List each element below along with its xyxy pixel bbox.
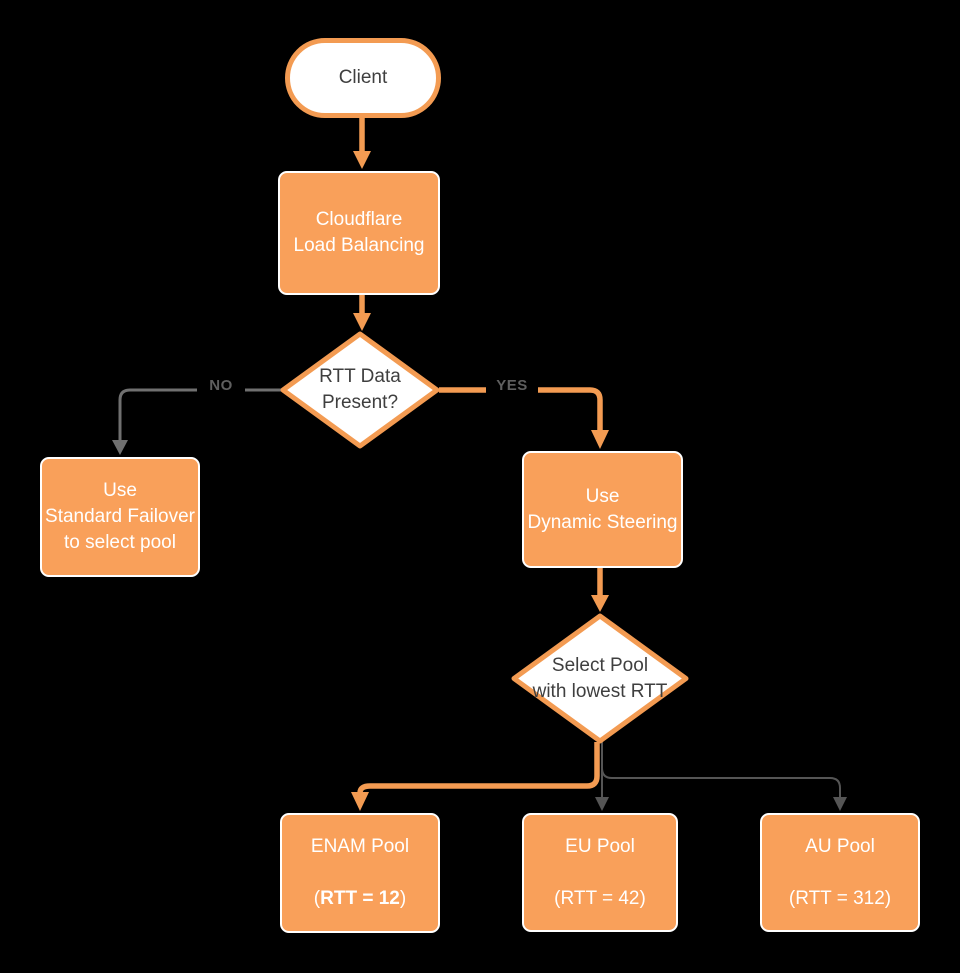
node-enam-pool: ENAM Pool (RTT = 12) xyxy=(280,813,440,933)
edge-no-to-standard-failover xyxy=(112,388,281,455)
node-client-label: Client xyxy=(338,67,388,88)
edge-select-pool-to-enam xyxy=(351,742,600,811)
eu-pool-name: EU Pool xyxy=(565,835,635,857)
edge-no-line xyxy=(118,388,281,441)
diamond-shape xyxy=(280,331,440,449)
edge-select-pool-to-au-line xyxy=(601,742,841,798)
paren-close: ) xyxy=(399,888,407,909)
diamond-outline xyxy=(280,331,440,449)
node-eu-pool: EU Pool (RTT = 42) xyxy=(522,813,678,932)
paren-open: ( xyxy=(788,887,796,909)
node-standard-failover-label: Use Standard Failover to select pool xyxy=(45,480,195,553)
edge-label-no: NO xyxy=(197,376,245,395)
edge-label-yes: YES xyxy=(486,376,538,395)
paren-close: ) xyxy=(639,887,646,909)
down-arrowhead-icon xyxy=(591,595,609,612)
node-client: Client xyxy=(285,38,441,118)
paren-close: ) xyxy=(884,887,892,909)
diamond-outline xyxy=(511,613,689,744)
edge-load-balancing-to-rtt-decision xyxy=(353,295,371,331)
node-enam-pool-label: ENAM Pool (RTT = 12) xyxy=(311,808,409,938)
down-arrowhead-icon xyxy=(591,430,609,449)
node-dynamic-steering-label: Use Dynamic Steering xyxy=(527,485,678,533)
au-pool-name: AU Pool xyxy=(805,835,875,857)
node-dynamic-steering: Use Dynamic Steering xyxy=(522,451,683,568)
edge-select-pool-to-au xyxy=(601,742,847,811)
paren-open: ( xyxy=(313,888,321,909)
node-select-pool-decision: Select Pool with lowest RTT xyxy=(511,613,689,744)
enam-pool-rtt-value: RTT = 12 xyxy=(320,888,400,909)
node-rtt-data-present-decision: RTT Data Present? xyxy=(280,331,440,449)
edge-select-pool-to-enam-line xyxy=(357,742,600,794)
node-cloudflare-load-balancing-label: Cloudflare Load Balancing xyxy=(293,209,425,256)
down-arrowhead-icon xyxy=(353,313,371,331)
node-cloudflare-load-balancing: Cloudflare Load Balancing xyxy=(278,171,440,295)
node-select-pool-label: Select Pool with lowest RTT xyxy=(532,654,668,702)
au-pool-rtt-value: RTT = 312 xyxy=(795,887,885,909)
node-standard-failover: Use Standard Failover to select pool xyxy=(40,457,200,577)
enam-pool-rtt: (RTT = 12) xyxy=(311,886,409,912)
eu-pool-rtt: (RTT = 42) xyxy=(554,886,646,912)
node-au-pool-label: AU Pool (RTT = 312) xyxy=(789,808,891,938)
edge-dynamic-steering-to-select-pool xyxy=(591,568,609,612)
enam-pool-name: ENAM Pool xyxy=(310,836,410,857)
edge-yes-to-dynamic-steering xyxy=(439,387,609,449)
down-arrowhead-icon xyxy=(353,151,371,169)
node-rtt-data-present-label: RTT Data Present? xyxy=(319,366,401,413)
down-arrowhead-icon xyxy=(112,440,128,455)
diamond-shape xyxy=(511,613,689,744)
paren-open: ( xyxy=(554,887,561,909)
edge-client-to-load-balancing xyxy=(353,118,371,169)
node-au-pool: AU Pool (RTT = 312) xyxy=(760,813,920,932)
au-pool-rtt: (RTT = 312) xyxy=(789,886,891,912)
edge-yes-line xyxy=(439,387,603,431)
edge-select-pool-to-eu xyxy=(595,742,609,811)
eu-pool-rtt-value: RTT = 42 xyxy=(560,887,640,909)
node-eu-pool-label: EU Pool (RTT = 42) xyxy=(554,808,646,938)
